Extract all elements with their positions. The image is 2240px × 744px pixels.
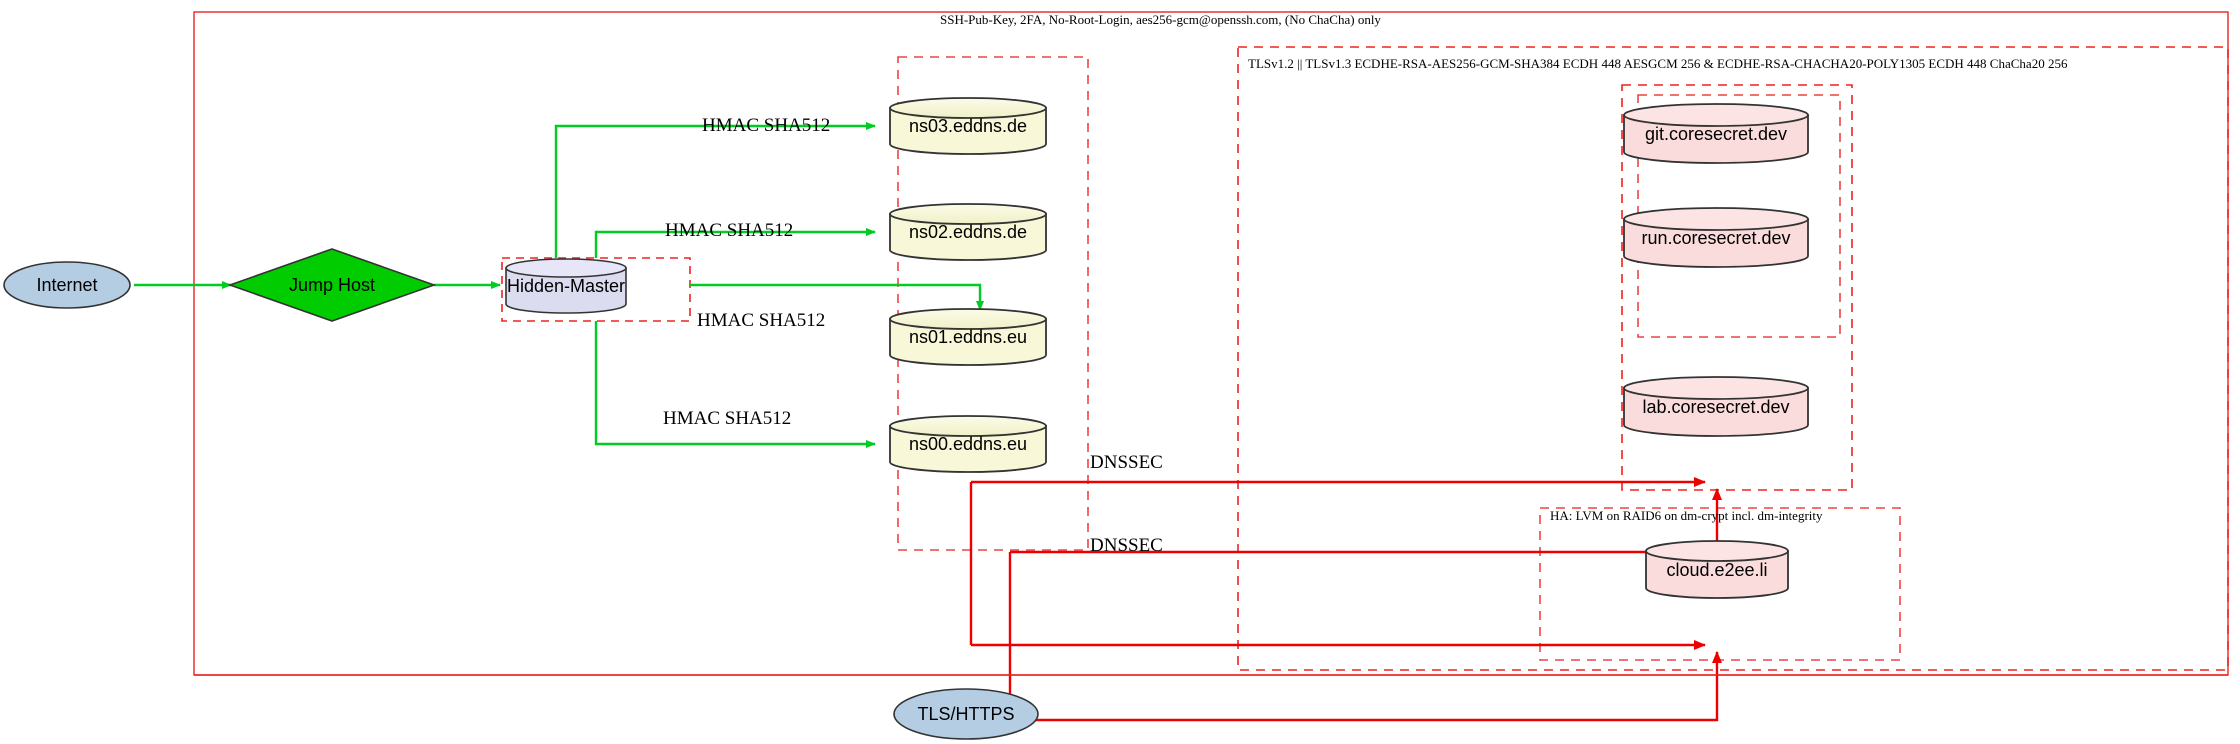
dns-cluster-boundary	[897, 56, 1089, 551]
node-ns01-shape[interactable]	[889, 308, 1047, 366]
edge-hiddenmaster-ns02	[594, 228, 876, 258]
node-ns00-label: ns00.eddns.eu	[908, 434, 1028, 454]
edge-hiddenmaster-ns03	[554, 122, 876, 258]
edge-tlshttps-to-services	[1010, 651, 1722, 722]
node-ns00-shape[interactable]	[889, 415, 1047, 473]
edge-hiddenmaster-ns01	[690, 283, 984, 311]
node-internet-shape[interactable]	[3, 261, 131, 309]
node-ns03-label: ns03.eddns.de	[908, 116, 1028, 136]
node-hidden-master-label: Hidden-Master	[506, 276, 626, 296]
node-ns03-shape[interactable]	[889, 97, 1047, 155]
node-ns02-shape[interactable]	[889, 203, 1047, 261]
tls-zone-label: TLSv1.2 || TLSv1.3 ECDHE-RSA-AES256-GCM-…	[1248, 56, 2068, 71]
edge-label-hmac-ns03: HMAC SHA512	[702, 115, 831, 136]
node-jumphost-label: Jump Host	[288, 275, 376, 295]
coresecret-inner-boundary	[1637, 94, 1841, 338]
node-lab-coresecret-shape[interactable]	[1623, 376, 1809, 437]
node-ns02-label: ns02.eddns.de	[908, 222, 1028, 242]
node-tls-https-shape[interactable]	[893, 688, 1039, 740]
edge-hiddenmaster-ns00	[594, 321, 876, 448]
node-tls-https-label: TLS/HTTPS	[917, 704, 1015, 724]
ssh-zone-boundary	[193, 11, 2229, 676]
ha-zone-label: HA: LVM on RAID6 on dm-crypt incl. dm-in…	[1550, 508, 1823, 523]
node-jumphost-shape[interactable]	[227, 248, 437, 322]
node-run-coresecret-label: run.coresecret.dev	[1641, 228, 1791, 248]
node-hidden-master-shape[interactable]	[505, 258, 627, 314]
node-internet-label: Internet	[36, 275, 98, 295]
node-git-coresecret-shape[interactable]	[1623, 103, 1809, 164]
coresecret-outer-boundary	[1621, 84, 1853, 491]
edge-label-dnssec-upper: DNSSEC	[1090, 452, 1163, 473]
node-cloud-e2ee-label: cloud.e2ee.li	[1666, 560, 1768, 580]
node-cloud-e2ee-shape[interactable]	[1645, 540, 1789, 599]
ssh-zone-label: SSH-Pub-Key, 2FA, No-Root-Login, aes256-…	[940, 12, 1381, 27]
edge-label-dnssec-lower: DNSSEC	[1090, 535, 1163, 556]
tls-zone-boundary	[1237, 46, 2229, 671]
edge-label-hmac-ns01: HMAC SHA512	[697, 310, 826, 331]
node-lab-coresecret-label: lab.coresecret.dev	[1642, 397, 1790, 417]
edge-label-hmac-ns02: HMAC SHA512	[665, 220, 794, 241]
edge-label-hmac-ns00: HMAC SHA512	[663, 408, 792, 429]
node-ns01-label: ns01.eddns.eu	[908, 327, 1028, 347]
node-git-coresecret-label: git.coresecret.dev	[1644, 124, 1788, 144]
node-run-coresecret-shape[interactable]	[1623, 207, 1809, 268]
